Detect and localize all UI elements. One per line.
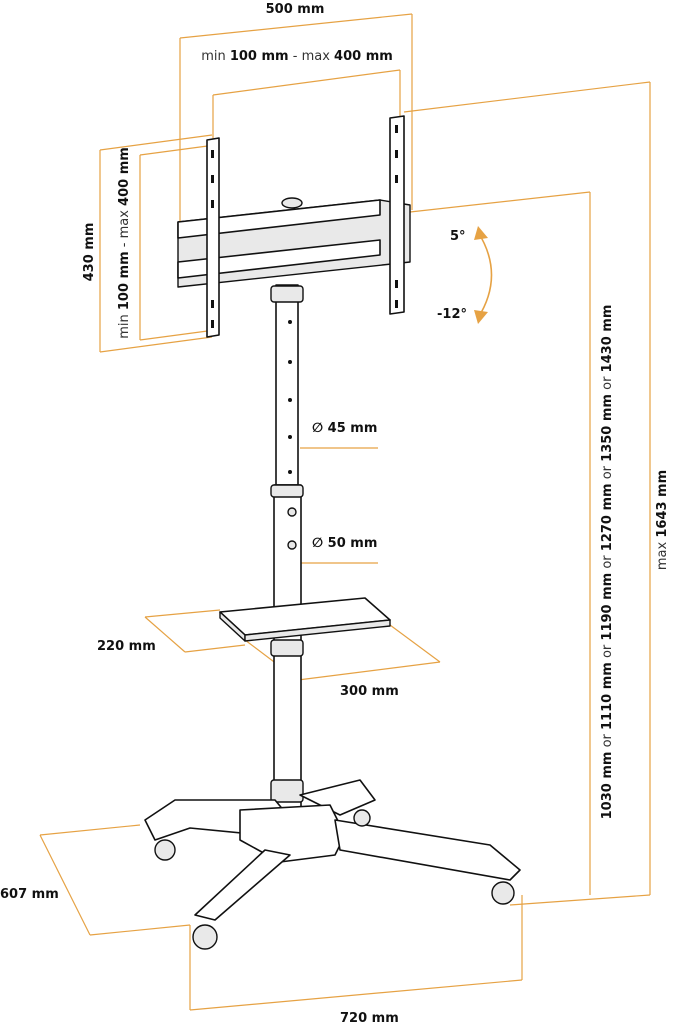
overall-width-label: 500 mm (266, 2, 325, 17)
pole (270, 284, 304, 816)
shelf-width-label: 300 mm (340, 684, 399, 699)
tilt-down-label: -12° (437, 307, 467, 322)
max-height-label: max 1643 mm (655, 470, 670, 570)
base (144, 779, 521, 950)
base-depth-label: 607 mm (0, 887, 59, 902)
lower-pole-diameter-label: ∅ 50 mm (312, 536, 377, 551)
tilt-arc-arrow-icon (474, 226, 493, 324)
height-options-label: 1030 mm or 1110 mm or 1190 mm or 1270 mm… (600, 305, 615, 820)
shelf-depth-label: 220 mm (97, 639, 156, 654)
vesa-vertical-label: min 100 mm - max 400 mm (117, 147, 132, 339)
vesa-horizontal-label: min 100 mm - max 400 mm (201, 49, 393, 64)
upper-pole-diameter-label: ∅ 45 mm (312, 421, 377, 436)
shelf (219, 597, 391, 642)
tv-bracket (177, 115, 411, 338)
base-width-label: 720 mm (340, 1011, 399, 1024)
tilt-up-label: 5° (450, 229, 466, 244)
bracket-height-label: 430 mm (82, 223, 97, 282)
